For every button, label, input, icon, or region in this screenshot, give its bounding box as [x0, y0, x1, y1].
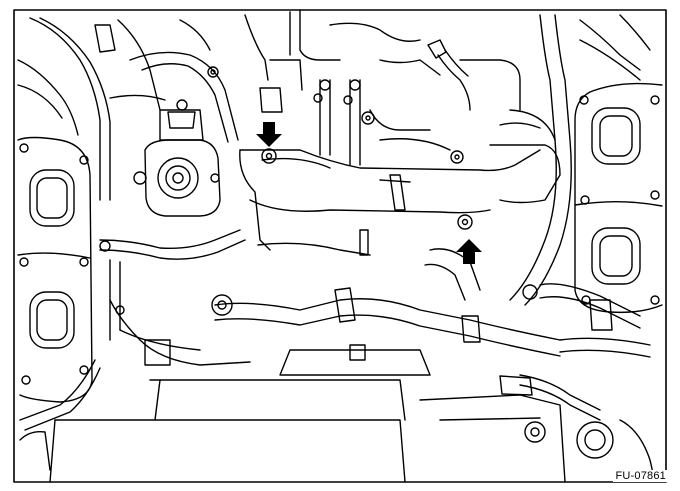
throttle-body: [133, 99, 221, 217]
figure-code-label: FU-07861: [613, 470, 668, 482]
target-bolt-left: [261, 148, 277, 164]
figure-border: [13, 9, 667, 483]
left-wiring-harness: [19, 229, 251, 431]
target-bolt-right: [457, 214, 473, 230]
arrow-up-right-bolt: [456, 239, 482, 264]
lower-engine-block: [19, 375, 656, 483]
fuel-rail-upper: [259, 9, 521, 166]
left-intake-manifold: [17, 136, 93, 403]
right-hoses: [509, 14, 651, 443]
callout-arrows: [256, 122, 482, 264]
crossover-pipe: [239, 109, 561, 251]
arrow-down-left-bolt: [256, 122, 282, 147]
sensor-connector: [427, 39, 471, 111]
center-harness: [211, 229, 561, 376]
top-left-hoses: [17, 14, 269, 201]
